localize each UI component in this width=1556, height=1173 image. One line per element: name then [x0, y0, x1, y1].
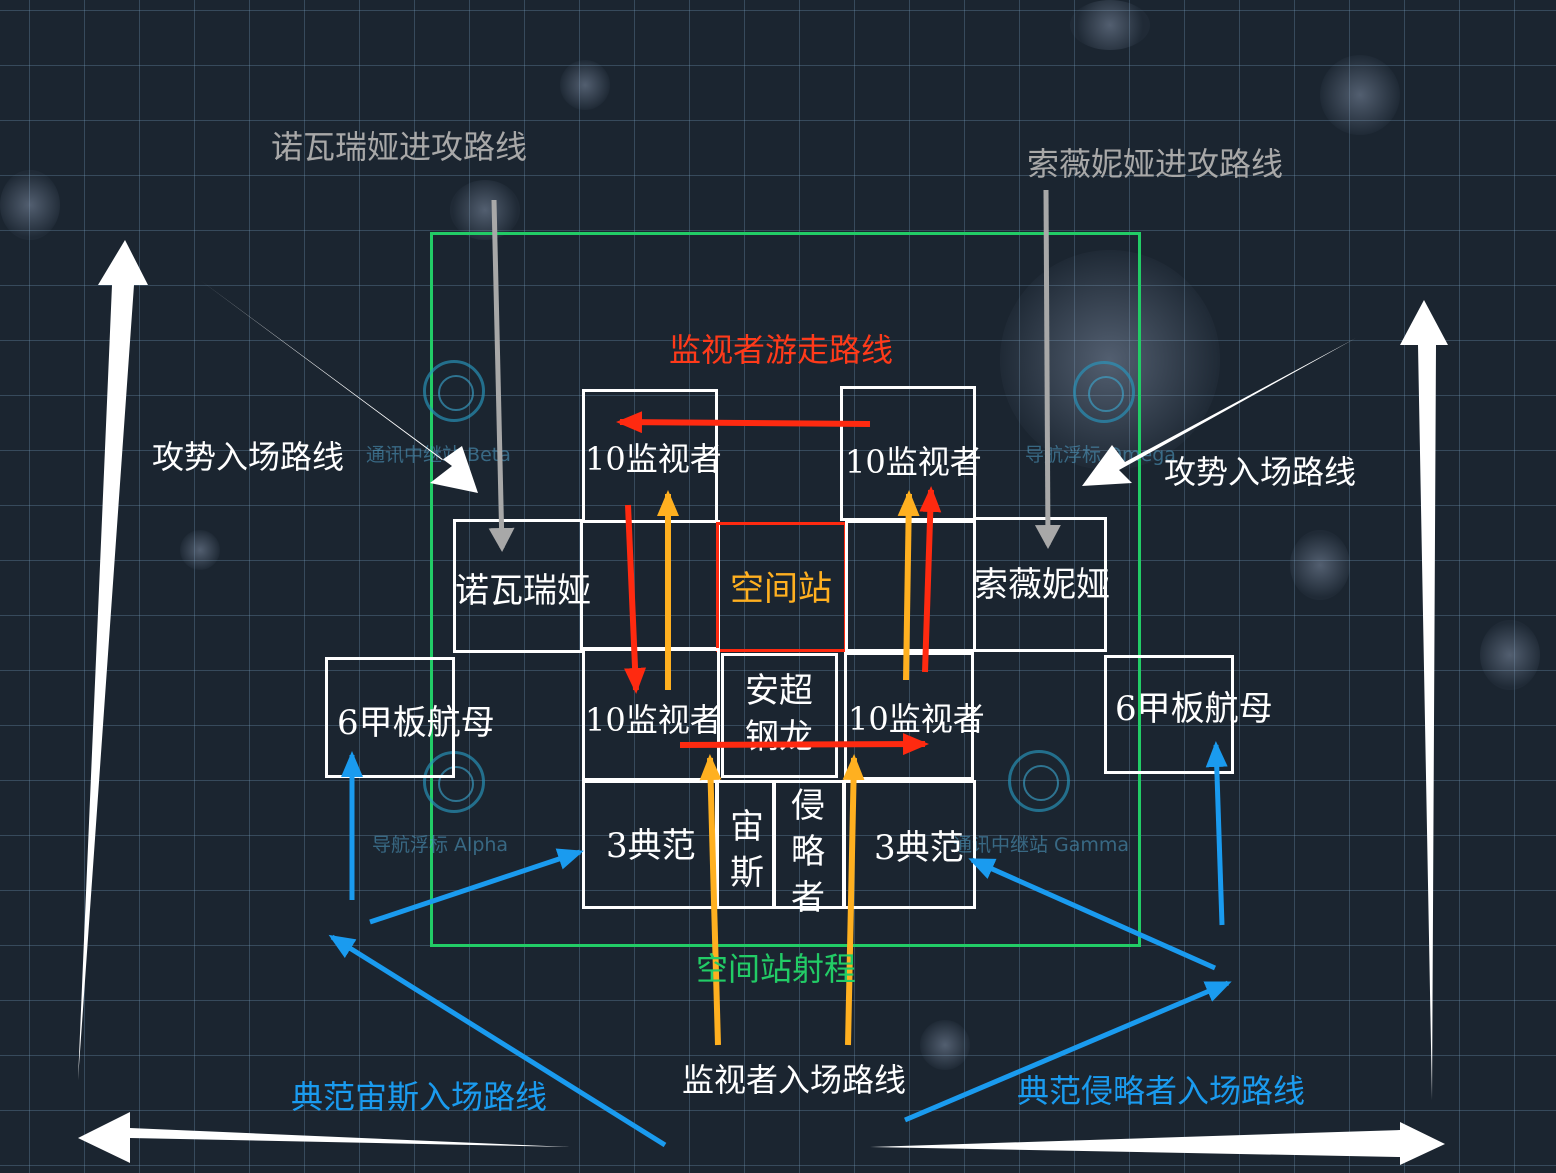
watcher-entry-route-label: 监视者入场路线 — [682, 1061, 907, 1099]
beacon-label-nav-right: 导航浮标 Omega — [1025, 444, 1176, 466]
white-arrow-bottom-right — [870, 1122, 1445, 1165]
watcher-patrol-route-label: 监视者游走路线 — [669, 331, 894, 369]
nebula-cloud — [1070, 0, 1150, 50]
carrier-box-right — [1104, 655, 1234, 774]
zeus-char: 宙 — [730, 807, 764, 847]
nebula-cloud — [1290, 530, 1350, 600]
white-arrow-bottom-left — [78, 1112, 570, 1163]
white-arrow-offensive-left — [200, 280, 478, 493]
red-arrow-left-down — [624, 504, 647, 694]
relay-icon — [423, 360, 485, 422]
orange-arrow-up-right — [897, 490, 920, 681]
red-arrow-top — [616, 411, 871, 434]
anchao-box — [721, 653, 838, 778]
nav-buoy-icon — [1073, 361, 1135, 423]
station-range-box — [430, 232, 1141, 947]
nebula-cloud — [0, 170, 60, 240]
paragon-invader-entry-route-label: 典范侵略者入场路线 — [1017, 1072, 1306, 1110]
anchao-label-line2: 钢龙 — [745, 717, 813, 757]
gray-arrow-sovanya — [1034, 189, 1061, 549]
paragon-zeus-entry-route-label: 典范宙斯入场路线 — [291, 1078, 548, 1116]
white-arrow-offensive-right — [1082, 338, 1356, 486]
relay-icon — [1008, 750, 1070, 812]
blue-arrow-carrier-right — [1205, 741, 1228, 926]
sovanya-box — [973, 517, 1107, 652]
nebula-cloud — [560, 60, 610, 110]
watcher-label-bottom-right: 10监视者 — [848, 700, 985, 738]
zeus-char: 斯 — [730, 852, 764, 893]
invader-char: 略 — [791, 831, 825, 872]
space-station-label: 空间站 — [730, 569, 832, 609]
carrier-label-right: 6甲板航母 — [1115, 689, 1273, 729]
nebula-cloud — [180, 530, 220, 570]
beacon-label-gamma: 通讯中继站 Gamma — [953, 834, 1130, 856]
orange-arrow-entry-left-long — [699, 754, 722, 1046]
watcher-box-bottom-left — [582, 648, 720, 781]
carrier-label-left: 6甲板航母 — [337, 703, 495, 743]
zeus-label: 宙 斯 — [727, 805, 767, 897]
paragon-label-left: 3典范 — [606, 826, 696, 866]
nebula-cloud — [1480, 620, 1540, 690]
station-range-label: 空间站射程 — [696, 950, 857, 988]
beacon-label-beta: 通讯中继站 Beta — [366, 444, 511, 466]
carrier-box-left — [325, 657, 455, 778]
watcher-label-top-right: 10监视者 — [845, 443, 982, 481]
sovanya-attack-route-label: 索薇妮娅进攻路线 — [1027, 145, 1284, 183]
blue-arrow-to-paragon-left — [369, 848, 584, 925]
blue-arrow-to-paragon-right — [968, 857, 1217, 971]
invader-char: 侵 — [791, 786, 825, 826]
paragon-label-right: 3典范 — [874, 828, 964, 868]
anchao-label-line1: 安超 — [745, 671, 813, 711]
beacon-label-alpha: 导航浮标 Alpha — [372, 834, 509, 856]
offensive-entry-left-label: 攻势入场路线 — [152, 438, 345, 476]
white-arrow-left-vertical — [78, 240, 148, 1080]
sovanya-label: 索薇妮娅 — [974, 565, 1110, 605]
nebula-cloud — [1320, 55, 1400, 135]
orange-arrow-entry-right-long — [842, 754, 865, 1046]
nebula-cloud — [450, 180, 520, 240]
offensive-entry-right-label: 攻势入场路线 — [1164, 453, 1357, 491]
blue-arrow-zeus-entry — [328, 934, 667, 1148]
nebula-cloud — [920, 1020, 970, 1070]
invader-char: 者 — [791, 877, 825, 918]
paragon-box-right — [843, 780, 976, 909]
norvania-label: 诺瓦瑞娅 — [455, 571, 591, 611]
gray-arrow-norvania — [488, 199, 515, 552]
red-arrow-bottom — [679, 733, 929, 756]
watcher-label-top-left: 10监视者 — [585, 440, 722, 478]
norvania-attack-route-label: 诺瓦瑞娅进攻路线 — [271, 128, 528, 166]
red-arrow-right-up — [919, 486, 942, 673]
watcher-label-bottom-left: 10监视者 — [585, 701, 722, 739]
invader-label: 侵 略 者 — [788, 784, 828, 922]
blue-arrow-invader-entry — [904, 980, 1232, 1123]
white-arrow-right-vertical — [1400, 300, 1448, 1100]
